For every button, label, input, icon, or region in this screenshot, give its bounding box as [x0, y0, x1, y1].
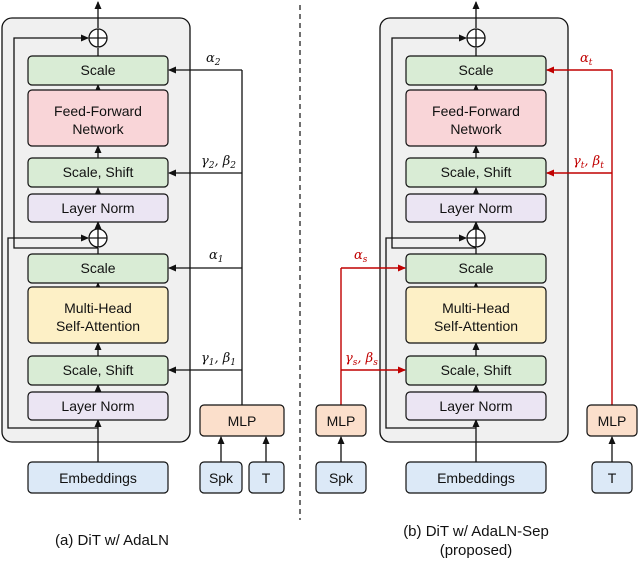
right-label-alpha-s: αs: [354, 248, 368, 265]
svg-text:Scale: Scale: [80, 260, 115, 276]
left-embeddings: Embeddings: [27, 461, 169, 494]
left-feed-forward-network: Feed-Forward Network: [27, 89, 169, 147]
right-scale-shift-bottom: Scale, Shift: [405, 355, 547, 386]
svg-text:Self-Attention: Self-Attention: [434, 318, 518, 334]
right-scale-mid: Scale: [405, 253, 547, 284]
left-t-input: T: [248, 461, 285, 494]
right-mlp-speaker: MLP: [315, 404, 367, 437]
right-scale-shift-top: Scale, Shift: [405, 157, 547, 188]
right-feed-forward-network: Feed-Forward Network: [405, 89, 547, 147]
svg-text:Layer Norm: Layer Norm: [61, 398, 134, 414]
left-caption: (a) DiT w/ AdaLN: [55, 532, 169, 549]
left-scale-shift-bottom: Scale, Shift: [27, 355, 169, 386]
svg-text:Scale: Scale: [80, 62, 115, 78]
svg-text:MLP: MLP: [598, 413, 627, 429]
svg-text:T: T: [608, 470, 617, 486]
left-multi-head-self-attention: Multi-Head Self-Attention: [27, 286, 169, 344]
svg-text:Layer Norm: Layer Norm: [439, 200, 512, 216]
svg-text:Embeddings: Embeddings: [59, 470, 137, 486]
left-main-connectors: [7, 1, 102, 462]
right-caption-line1: (b) DiT w/ AdaLN-Sep: [403, 523, 549, 540]
left-label-gamma2-beta2: γ2, β2: [201, 154, 236, 171]
left-add-icon-mid: [88, 228, 108, 248]
svg-text:MLP: MLP: [228, 413, 257, 429]
left-scale-top: Scale: [27, 55, 169, 86]
svg-text:Embeddings: Embeddings: [437, 470, 515, 486]
left-scale-mid: Scale: [27, 253, 169, 284]
svg-text:Scale: Scale: [458, 62, 493, 78]
right-multi-head-self-attention: Multi-Head Self-Attention: [405, 286, 547, 344]
svg-text:Feed-Forward: Feed-Forward: [432, 103, 520, 119]
right-embeddings: Embeddings: [405, 461, 547, 494]
right-diagram: Scale Feed-Forward Network Scale, Shift …: [315, 1, 638, 559]
svg-text:Multi-Head: Multi-Head: [442, 300, 510, 316]
left-spk-input: Spk: [199, 461, 243, 494]
svg-text:T: T: [262, 470, 271, 486]
left-add-icon-top: [88, 28, 108, 48]
svg-text:Scale, Shift: Scale, Shift: [63, 362, 134, 378]
left-label-gamma1-beta1: γ1, β1: [201, 351, 236, 368]
left-mlp: MLP: [199, 404, 285, 437]
svg-text:Scale, Shift: Scale, Shift: [441, 362, 512, 378]
svg-text:Spk: Spk: [209, 470, 234, 486]
right-layer-norm-bottom: Layer Norm: [405, 391, 547, 421]
right-scale-top: Scale: [405, 55, 547, 86]
left-label-alpha1: α1: [209, 248, 224, 265]
left-layer-norm-bottom: Layer Norm: [27, 391, 169, 421]
right-layer-norm-top: Layer Norm: [405, 193, 547, 223]
svg-text:Feed-Forward: Feed-Forward: [54, 103, 142, 119]
right-main-connectors: [337, 1, 616, 462]
svg-text:Spk: Spk: [329, 470, 354, 486]
svg-text:Layer Norm: Layer Norm: [61, 200, 134, 216]
left-layer-norm-top: Layer Norm: [27, 193, 169, 223]
left-condition-lines: [168, 66, 270, 462]
left-label-alpha2: α2: [206, 51, 221, 68]
svg-text:Multi-Head: Multi-Head: [64, 300, 132, 316]
right-caption-line2: (proposed): [440, 542, 513, 559]
svg-text:Scale: Scale: [458, 260, 493, 276]
right-mlp-time: MLP: [586, 404, 638, 437]
right-label-gamma-s-beta-s: γs, βs: [345, 351, 378, 368]
left-diagram: Scale Feed-Forward Network Scale, Shift …: [1, 1, 285, 549]
right-add-icon-mid: [466, 228, 486, 248]
svg-text:Network: Network: [450, 121, 502, 137]
right-t-input: T: [591, 461, 633, 494]
svg-text:Layer Norm: Layer Norm: [439, 398, 512, 414]
right-label-gamma-t-beta-t: γt, βt: [573, 154, 604, 171]
svg-text:Self-Attention: Self-Attention: [56, 318, 140, 334]
svg-text:Scale, Shift: Scale, Shift: [441, 164, 512, 180]
right-label-alpha-t: αt: [580, 51, 593, 68]
right-add-icon-top: [466, 28, 486, 48]
left-scale-shift-top: Scale, Shift: [27, 157, 169, 188]
svg-text:Scale, Shift: Scale, Shift: [63, 164, 134, 180]
right-condition-lines: [340, 66, 613, 405]
right-spk-input: Spk: [315, 461, 367, 494]
svg-text:Network: Network: [72, 121, 124, 137]
svg-text:MLP: MLP: [327, 413, 356, 429]
